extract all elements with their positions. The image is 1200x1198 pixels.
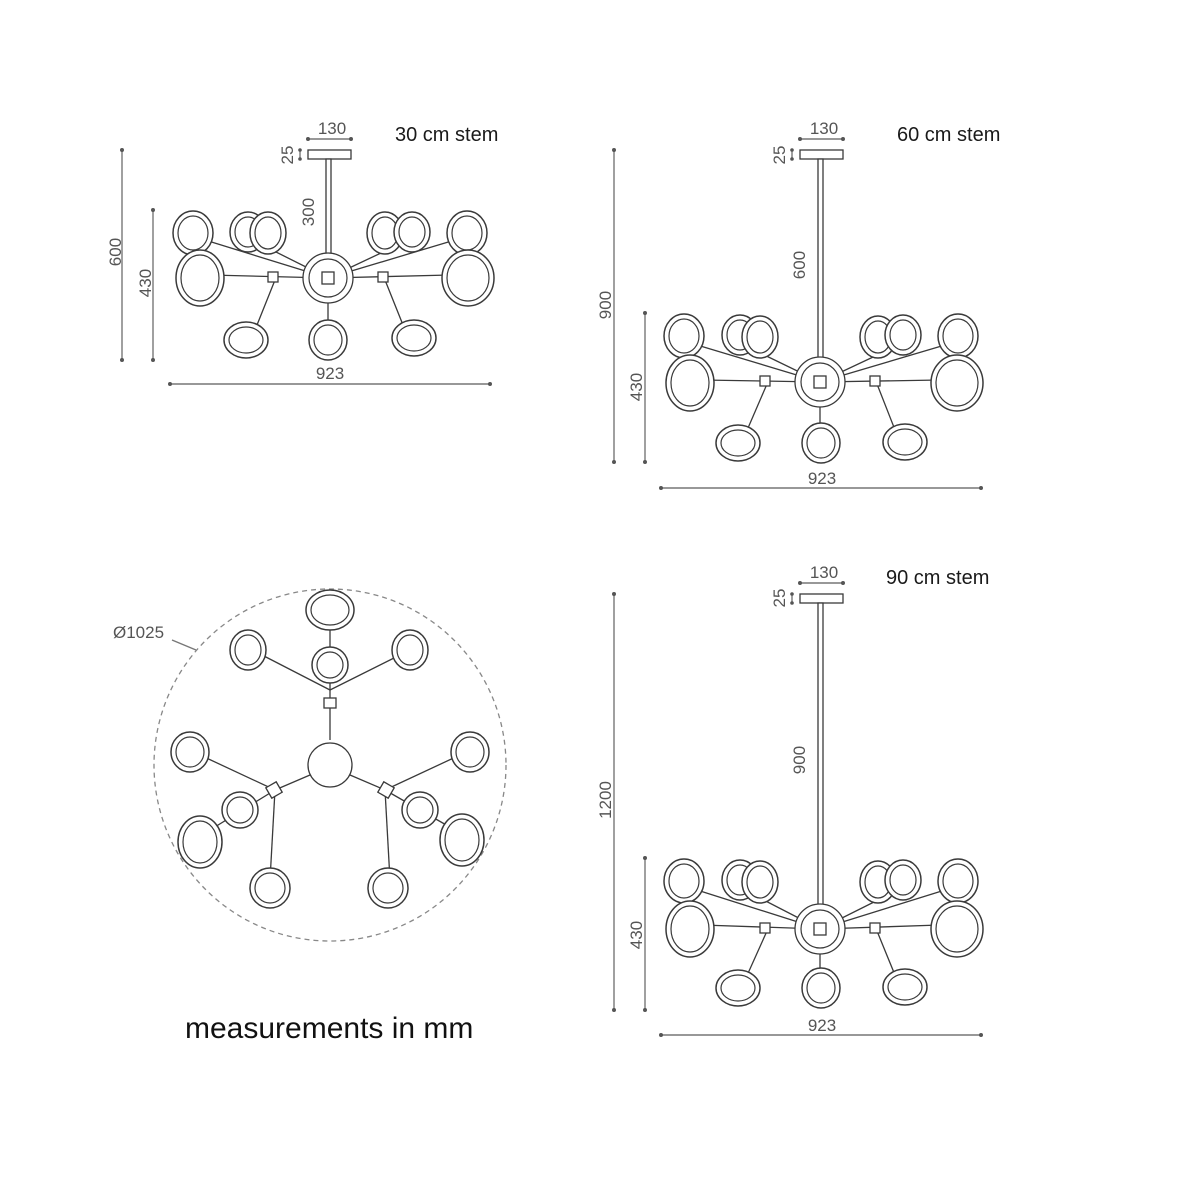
width-label: 923 <box>808 469 836 488</box>
units-note: measurements in mm <box>185 1012 473 1045</box>
canopy-width-label: 130 <box>810 563 838 582</box>
view-90cm-stem: 130 25 900 1200 430 923 90 cm stem <box>596 563 989 1037</box>
view-30cm-stem: 130 25 300 600 430 923 30 cm stem <box>106 119 498 386</box>
total-height-dimension: 900 <box>596 148 616 464</box>
chandelier-top-drawing <box>170 589 490 909</box>
width-dimension: 923 <box>659 1016 983 1037</box>
canopy-width-dimension: 130 <box>798 563 845 585</box>
canopy-height-dimension: 25 <box>278 146 302 165</box>
canopy-height-label: 25 <box>770 589 789 608</box>
body-height-label: 430 <box>136 269 155 297</box>
total-height-dimension: 600 <box>106 148 125 362</box>
canopy-height-dimension: 25 <box>770 589 794 608</box>
body-height-dimension: 430 <box>136 208 155 362</box>
canopy-height-dimension: 25 <box>770 146 794 165</box>
body-height-dimension: 430 <box>627 856 647 1012</box>
canopy-height-label: 25 <box>770 146 789 165</box>
total-height-label: 900 <box>596 291 615 319</box>
canopy-width-dimension: 130 <box>306 119 353 141</box>
total-height-label: 1200 <box>596 781 615 819</box>
canopy-height-label: 25 <box>278 146 297 165</box>
chandelier-drawing <box>663 593 984 1009</box>
body-height-dimension: 430 <box>627 311 647 464</box>
chandelier-drawing <box>172 149 495 361</box>
width-label: 923 <box>808 1016 836 1035</box>
canopy-width-label: 130 <box>810 119 838 138</box>
width-dimension: 923 <box>659 469 983 490</box>
view-title: 30 cm stem <box>395 124 498 146</box>
top-view: Ø1025 <box>113 588 507 942</box>
body-height-label: 430 <box>627 921 646 949</box>
stem-length-label: 900 <box>790 746 809 774</box>
stem-length-label: 600 <box>790 251 809 279</box>
view-title: 90 cm stem <box>886 567 989 589</box>
view-60cm-stem: 130 25 600 900 430 923 60 cm stem <box>596 119 1000 490</box>
width-label: 923 <box>316 364 344 383</box>
diameter-label: Ø1025 <box>113 623 164 642</box>
stem-length-label: 300 <box>299 198 318 226</box>
body-height-label: 430 <box>627 373 646 401</box>
total-height-label: 600 <box>106 238 125 266</box>
width-dimension: 923 <box>168 364 492 386</box>
total-height-dimension: 1200 <box>596 592 616 1012</box>
chandelier-drawing <box>663 149 984 464</box>
canopy-width-label: 130 <box>318 119 346 138</box>
view-title: 60 cm stem <box>897 124 1000 146</box>
diameter-circle <box>153 588 507 942</box>
canopy-width-dimension: 130 <box>798 119 845 141</box>
